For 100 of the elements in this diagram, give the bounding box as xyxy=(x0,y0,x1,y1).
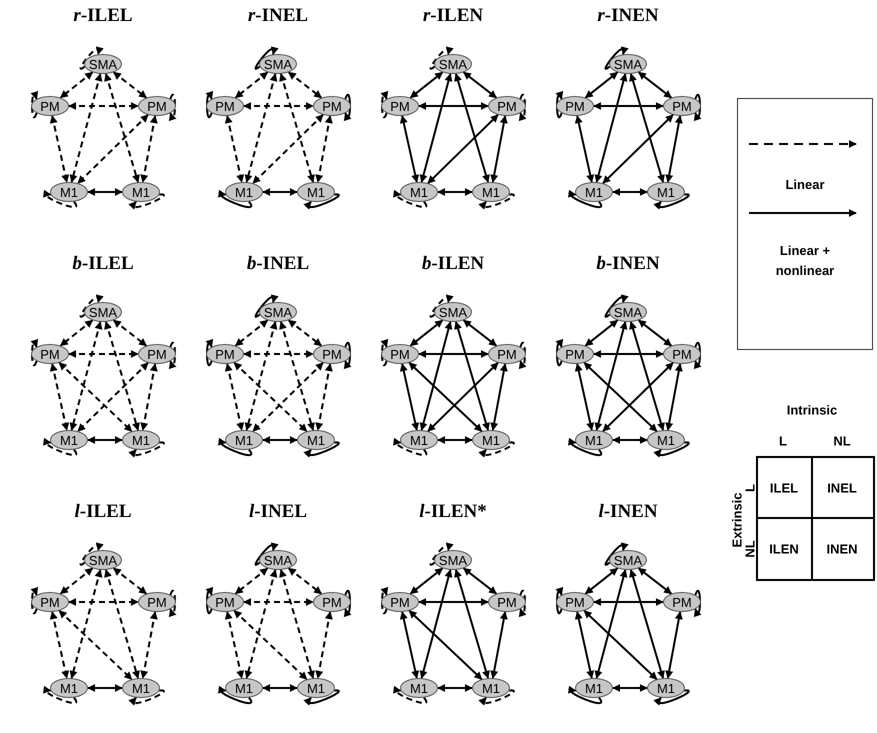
region-ellipse: M1 xyxy=(122,182,160,202)
self-loop-arrow xyxy=(80,46,103,70)
self-loop-arrow xyxy=(694,94,702,122)
self-loop-arrow xyxy=(304,690,340,706)
double-arrow xyxy=(58,610,132,680)
self-loop-arrow xyxy=(218,190,252,208)
region-ellipse: PM xyxy=(31,344,69,364)
region-ellipse: SMA xyxy=(84,302,122,322)
region-ellipse: PM xyxy=(488,592,526,612)
double-arrow xyxy=(665,115,683,183)
double-arrow xyxy=(593,350,664,358)
double-arrow xyxy=(602,362,674,432)
region-ellipse: M1 xyxy=(575,678,613,698)
double-arrow xyxy=(400,611,420,679)
double-arrow xyxy=(454,73,490,183)
double-arrow xyxy=(140,115,158,183)
self-loop-arrow xyxy=(694,590,702,618)
region-ellipse: M1 xyxy=(575,430,613,450)
region-ellipse: PM xyxy=(488,344,526,364)
double-arrow xyxy=(612,436,648,444)
double-arrow xyxy=(262,188,298,196)
double-arrow xyxy=(410,568,444,594)
self-loop-arrow xyxy=(520,342,527,370)
double-arrow xyxy=(400,363,420,431)
region-ellipse: PM xyxy=(556,592,594,612)
self-loop-arrow xyxy=(478,690,514,706)
self-loop-arrow xyxy=(205,338,212,366)
double-arrow xyxy=(60,320,94,346)
double-arrow xyxy=(418,598,489,606)
self-loop-arrow xyxy=(430,46,453,70)
double-arrow xyxy=(104,321,140,431)
double-arrow xyxy=(68,598,139,606)
panel-title: r-INEN xyxy=(597,5,659,27)
region-ellipse: M1 xyxy=(647,430,685,450)
double-arrow xyxy=(584,320,618,346)
region-ellipse: PM xyxy=(313,96,351,116)
double-arrow xyxy=(427,362,499,432)
self-loop-arrow xyxy=(568,438,602,456)
double-arrow xyxy=(87,684,123,692)
panel-title: l-INEN xyxy=(598,501,658,523)
double-arrow xyxy=(243,102,314,110)
region-ellipse: M1 xyxy=(122,678,160,698)
double-arrow xyxy=(463,72,497,98)
self-loop-arrow xyxy=(380,90,388,118)
double-arrow xyxy=(400,115,420,183)
self-loop-arrow xyxy=(520,590,527,618)
self-loop-arrow xyxy=(555,338,562,366)
self-loop-arrow xyxy=(380,586,388,614)
double-arrow xyxy=(638,72,672,98)
region-ellipse: PM xyxy=(313,592,351,612)
double-arrow xyxy=(584,362,658,432)
self-loop-arrow xyxy=(43,438,77,456)
double-arrow xyxy=(418,350,489,358)
self-loop-arrow xyxy=(604,46,628,70)
region-ellipse: M1 xyxy=(225,182,263,202)
region-ellipse: SMA xyxy=(259,302,297,322)
self-loop-arrow xyxy=(568,686,602,704)
region-ellipse: SMA xyxy=(259,54,297,74)
double-arrow xyxy=(243,350,314,358)
double-arrow xyxy=(612,188,648,196)
panel-title: b-INEL xyxy=(246,253,310,275)
self-loop-arrow xyxy=(205,586,212,614)
double-arrow xyxy=(252,362,324,432)
double-arrow xyxy=(104,569,140,679)
region-ellipse: PM xyxy=(138,344,176,364)
double-arrow xyxy=(612,684,648,692)
double-arrow xyxy=(418,102,489,110)
self-loop-arrow xyxy=(393,190,427,208)
double-arrow xyxy=(224,115,244,183)
region-ellipse: PM xyxy=(31,592,69,612)
double-arrow xyxy=(584,72,618,98)
region-ellipse: M1 xyxy=(647,678,685,698)
double-arrow xyxy=(315,115,333,183)
double-arrow xyxy=(234,320,268,346)
double-arrow xyxy=(243,598,314,606)
region-ellipse: PM xyxy=(138,96,176,116)
region-ellipse: M1 xyxy=(297,678,335,698)
self-loop-arrow xyxy=(555,586,562,614)
axis-title: Extrinsic xyxy=(730,492,744,548)
region-ellipse: SMA xyxy=(609,302,647,322)
column-header: NL xyxy=(833,434,851,448)
double-arrow xyxy=(665,611,683,679)
panel-title: l-ILEN* xyxy=(419,501,487,523)
double-arrow xyxy=(77,114,149,184)
double-arrow xyxy=(262,436,298,444)
legend-label: Linear + nonlinear xyxy=(774,242,836,280)
double-arrow xyxy=(87,436,123,444)
self-loop-arrow xyxy=(254,46,278,70)
double-arrow xyxy=(437,436,473,444)
self-loop-arrow xyxy=(128,690,164,706)
self-loop-arrow xyxy=(43,190,77,208)
region-ellipse: M1 xyxy=(472,430,510,450)
self-loop-arrow xyxy=(80,294,103,318)
double-arrow xyxy=(140,363,158,431)
self-loop-arrow xyxy=(568,190,602,208)
double-arrow xyxy=(234,72,268,98)
self-loop-arrow xyxy=(128,442,164,458)
double-arrow xyxy=(593,598,664,606)
table-cell: ILEN xyxy=(769,542,799,556)
panel-title: r-ILEN xyxy=(422,5,484,27)
